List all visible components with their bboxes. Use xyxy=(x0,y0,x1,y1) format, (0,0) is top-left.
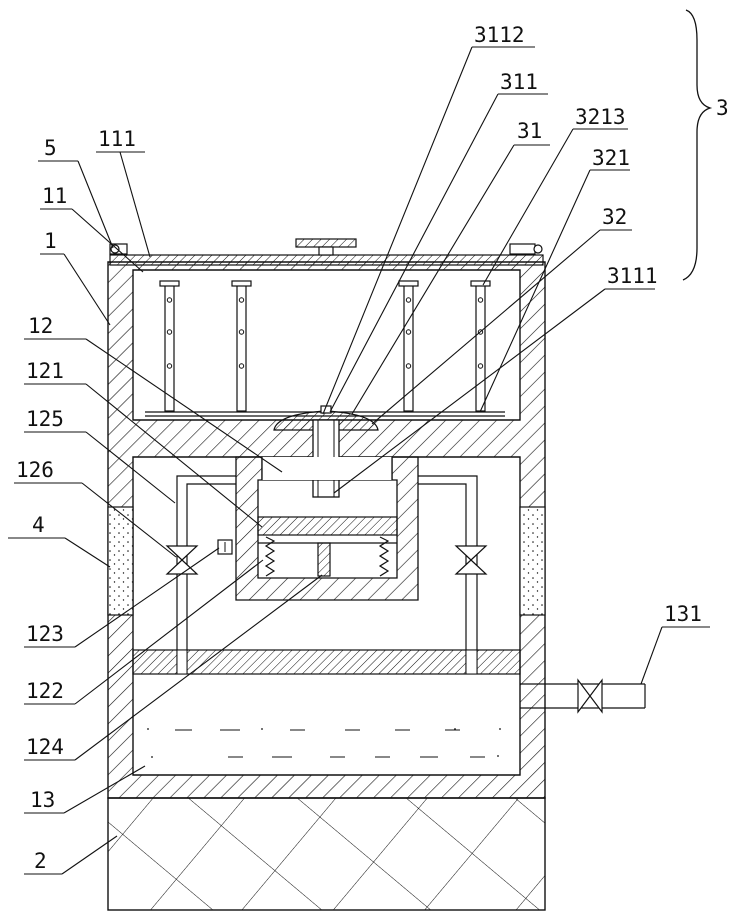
label-125: 125 xyxy=(26,407,64,431)
label-1: 1 xyxy=(44,229,57,253)
base-block xyxy=(108,798,545,910)
label-31: 31 xyxy=(517,119,542,143)
label-5: 5 xyxy=(44,136,57,160)
label-11: 11 xyxy=(42,184,67,208)
pipe-through-left xyxy=(177,650,187,674)
label-123: 123 xyxy=(26,622,64,646)
inner-vessel-gap xyxy=(262,457,392,480)
label-311: 311 xyxy=(500,70,538,94)
label-3111: 3111 xyxy=(607,264,658,288)
valve-right xyxy=(456,546,486,574)
lid xyxy=(110,255,543,265)
label-3112: 3112 xyxy=(474,23,525,47)
label-131: 131 xyxy=(664,602,702,626)
drain-valve xyxy=(578,680,602,712)
label-2: 2 xyxy=(34,849,47,873)
window-right-fill xyxy=(520,507,545,615)
label-12: 12 xyxy=(28,314,53,338)
lid-handle-stem xyxy=(319,247,333,255)
label-126: 126 xyxy=(16,458,54,482)
label-122: 122 xyxy=(26,679,64,703)
lid-handle-top xyxy=(296,239,356,247)
center-rod xyxy=(318,543,330,576)
hinge-right-pin xyxy=(534,245,542,253)
brace-3 xyxy=(683,10,710,280)
upper-chamber-racks xyxy=(145,281,505,416)
valve-left xyxy=(167,546,197,574)
filter-plate xyxy=(133,650,520,674)
rack-holes xyxy=(167,298,482,368)
label-124: 124 xyxy=(26,735,64,759)
label-13: 13 xyxy=(30,788,55,812)
label-111: 111 xyxy=(98,127,136,151)
label-3213: 3213 xyxy=(575,105,626,129)
label-321: 321 xyxy=(592,146,630,170)
hinge-right-block xyxy=(510,244,535,254)
water-dots xyxy=(147,728,501,758)
window-left-fill xyxy=(108,507,133,615)
label-4: 4 xyxy=(32,513,45,537)
pipe-through-right xyxy=(466,650,477,674)
water-surface xyxy=(175,730,485,757)
label-32: 32 xyxy=(602,205,627,229)
piston-plate xyxy=(258,517,397,535)
label-121: 121 xyxy=(26,359,64,383)
label-3: 3 xyxy=(716,96,729,120)
